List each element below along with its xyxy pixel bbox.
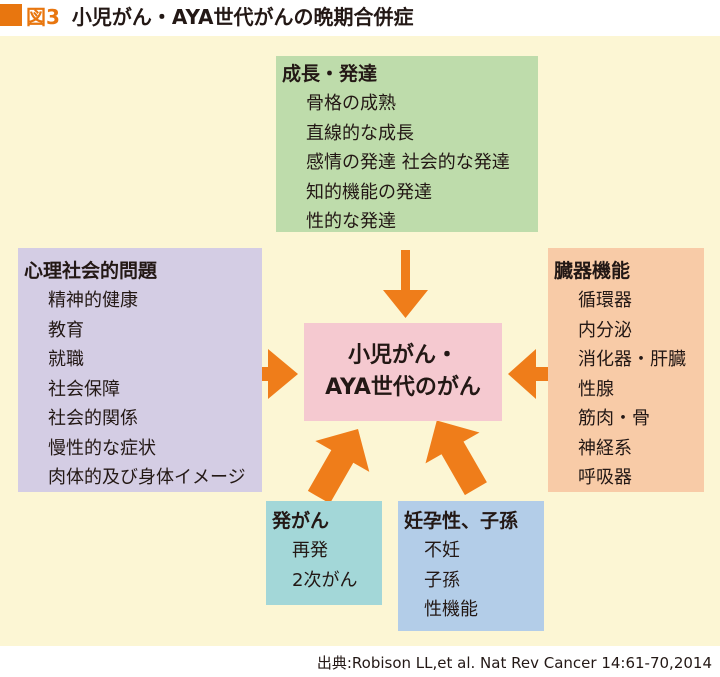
growth-heading: 成長・発達: [282, 63, 378, 85]
second-cancer-heading: 発がん: [272, 510, 330, 532]
psych-heading: 心理社会的問題: [24, 260, 158, 282]
figure-number: 図3: [26, 4, 60, 29]
box-psychosocial: 心理社会的問題 精神的健康 教育 就職 社会保障 社会的関係 慢性的な症状 肉体…: [18, 248, 262, 492]
fertility-heading: 妊孕性、子孫: [404, 510, 519, 532]
organ-item: 呼吸器: [578, 467, 632, 488]
arrow-organ-to-center: [508, 349, 548, 399]
fertility-item: 子孫: [424, 569, 460, 591]
box-center-cancer: 小児がん・ AYA世代のがん: [304, 323, 502, 421]
growth-item: 知的機能の発達: [306, 181, 432, 203]
growth-item: 性的な発達: [306, 211, 396, 232]
psych-item: 教育: [48, 319, 84, 341]
organ-item: 筋肉・骨: [578, 408, 650, 429]
organ-heading: 臓器機能: [554, 260, 631, 282]
figure-title: 小児がん・AYA世代がんの晩期合併症: [71, 4, 414, 29]
psych-item: 社会保障: [48, 378, 120, 400]
psych-item: 社会的関係: [48, 408, 138, 429]
center-line-1: 小児がん・: [347, 343, 458, 368]
fertility-item: 不妊: [424, 540, 460, 561]
second-cancer-item: 再発: [292, 540, 328, 561]
psych-item: 就職: [48, 349, 84, 370]
box-growth-development: 成長・発達 骨格の成熟 直線的な成長 感情の発達 社会的な発達 知的機能の発達 …: [276, 56, 538, 232]
arrow-second-to-center: [307, 429, 370, 504]
organ-item: 内分泌: [578, 319, 632, 341]
center-line-2: AYA世代のがん: [325, 375, 481, 400]
growth-item: 直線的な成長: [306, 122, 414, 144]
figure-marker-square: [0, 4, 22, 26]
source-citation: 出典:Robison LL,et al. Nat Rev Cancer 14:6…: [316, 654, 712, 672]
diagram-canvas: 成長・発達 骨格の成熟 直線的な成長 感情の発達 社会的な発達 知的機能の発達 …: [0, 36, 720, 646]
organ-item: 消化器・肝臓: [578, 349, 686, 370]
arrow-growth-to-center: [383, 250, 428, 318]
fertility-item: 性機能: [424, 599, 478, 620]
organ-item: 循環器: [578, 290, 632, 311]
second-cancer-item: 2次がん: [292, 569, 358, 591]
psych-item: 慢性的な症状: [48, 437, 156, 459]
growth-item: 骨格の成熟: [306, 93, 396, 114]
organ-item: 神経系: [578, 437, 632, 459]
figure-label: 図3 小児がん・AYA世代がんの晩期合併症: [0, 0, 414, 30]
growth-item: 感情の発達 社会的な発達: [306, 152, 510, 173]
box-organ-function: 臓器機能 循環器 内分泌 消化器・肝臓 性腺 筋肉・骨 神経系 呼吸器: [548, 248, 704, 492]
box-second-cancer: 発がん 再発 2次がん: [266, 501, 382, 605]
arrow-fertility-to-center: [425, 420, 487, 496]
box-fertility: 妊孕性、子孫 不妊 子孫 性機能: [398, 501, 544, 631]
psych-item: 肉体的及び身体イメージ: [48, 467, 246, 488]
psych-item: 精神的健康: [48, 290, 138, 311]
organ-item: 性腺: [578, 378, 614, 400]
